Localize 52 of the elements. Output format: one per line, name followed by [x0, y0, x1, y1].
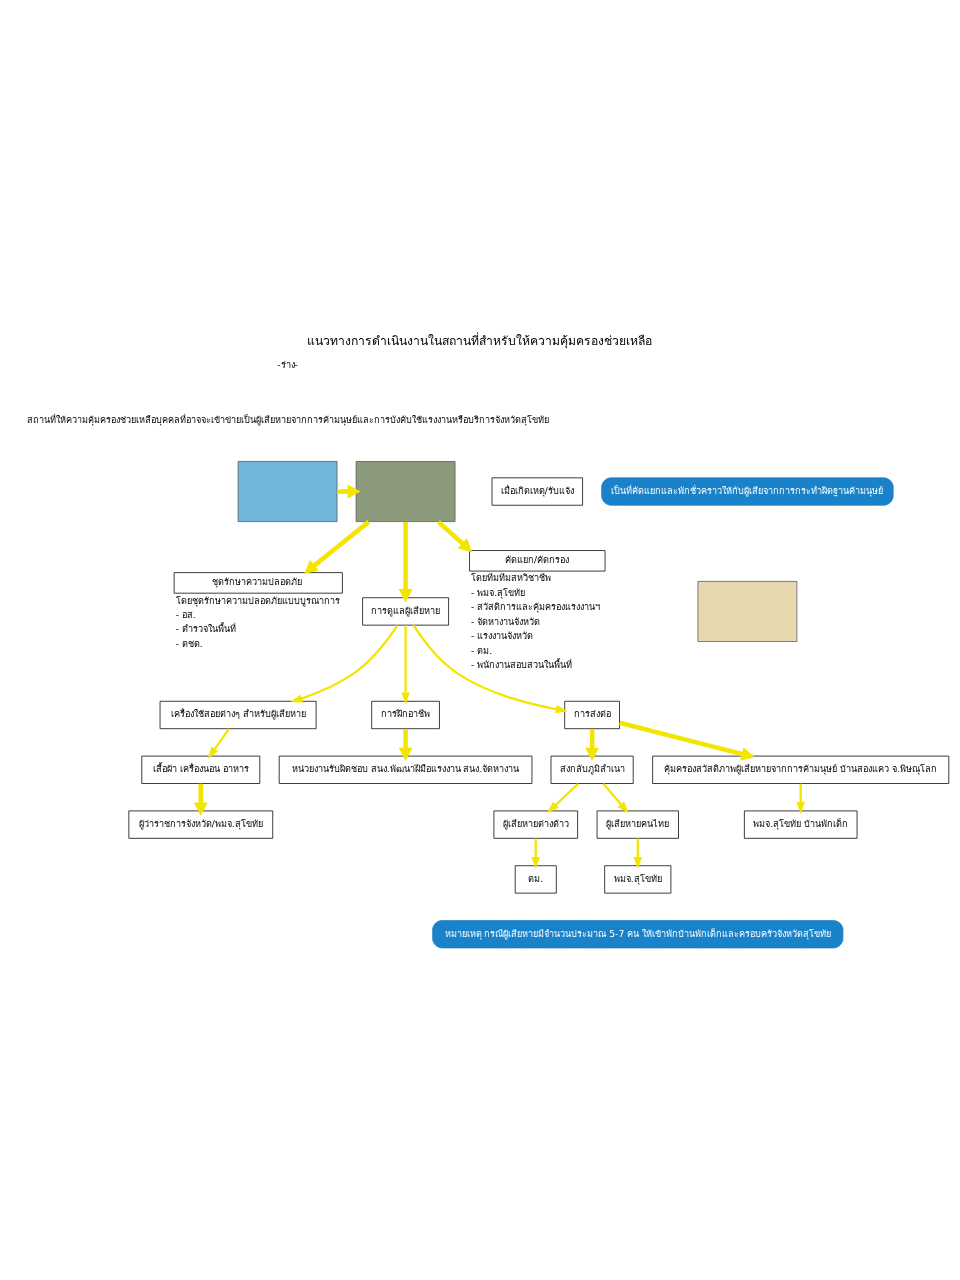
arrow — [585, 728, 600, 761]
arrow — [304, 520, 371, 574]
node-box: ชุดรักษาความปลอดภัย — [173, 572, 343, 594]
arrow — [531, 838, 541, 870]
arrow — [436, 520, 473, 553]
arrow — [398, 728, 413, 761]
node-box: พมจ.สุโขทัย บ้านพักเด็ก — [744, 810, 858, 839]
node-label: - ตชด. — [175, 638, 203, 649]
arrow — [412, 624, 568, 714]
node-box — [355, 461, 456, 522]
node-box: พมจ.สุโขทัย — [604, 865, 672, 894]
node-label: - พนักงานสอบสวนในพื้นที่ — [471, 660, 573, 671]
label: สถานที่ให้ความคุ้มครองช่วยเหลือบุคคลที่อาจจะเข้าข่ายเป็นผู้เสียหายจากการค้ามนุษย์และการบังคับใช้แรงงานหรือบริการจังหวัดสุโขทัย — [26, 414, 549, 425]
node-box: คุ้มครองสวัสดิภาพผู้เสียหายจากการค้ามนุษย์ บ้านสองแคว จ.พิษณุโลก — [652, 755, 950, 784]
node-box: ตม. — [514, 865, 557, 894]
node-label: - อส. — [175, 610, 196, 620]
node-box — [237, 461, 338, 522]
node-label: - พมจ.สุโขทัย — [471, 587, 526, 598]
arrow — [547, 782, 579, 814]
node-box: หน่วยงานรับผิดชอบ สนง.พัฒนาฝีมือแรงงาน สนง.จัดหางาน — [278, 755, 533, 784]
arrow — [398, 521, 413, 603]
node-label: โดยทีมทีมสหวิชาชีพ — [471, 573, 552, 584]
node-box: เครื่องใช้สอยต่างๆ สำหรับผู้เสียหาย — [159, 700, 317, 730]
arrow — [290, 624, 399, 703]
node-label: โดยชุดรักษาความปลอดภัยแบบบูรณาการ — [175, 595, 340, 606]
arrow — [619, 720, 755, 761]
node-box: การส่งต่อ — [564, 700, 620, 730]
node-box: เมื่อเกิดเหตุ/รับแจ้ง — [491, 477, 583, 506]
label: -ร่าง- — [277, 359, 298, 370]
node-box: การดูแลผู้เสียหาย — [362, 597, 449, 626]
node-box: คัดแยก/คัดกรอง — [469, 550, 606, 572]
node-label: - สวัสดิการและคุ้มครองแรงงานฯ — [471, 602, 601, 613]
node-label: - แรงงานจังหวัด — [471, 631, 534, 642]
node-label: - ตม. — [471, 645, 493, 656]
node-box: เสื้อผ้า เครื่องนอน อาหาร — [141, 755, 261, 784]
arrow — [401, 625, 410, 705]
node-box — [697, 581, 798, 642]
node-box: เป็นที่คัดแยกและพักชั่วคราวให้กับผู้เสียจากการกระทำผิดฐานค้ามนุษย์ — [601, 477, 894, 506]
node-box: ส่งกลับภูมิลำเนา — [550, 755, 634, 784]
arrow — [193, 783, 208, 816]
node-label: - จัดหางานจังหวัด — [471, 616, 541, 627]
arrow — [602, 783, 629, 814]
arrow — [796, 783, 805, 815]
arrow — [633, 838, 643, 870]
arrow — [207, 728, 230, 759]
node-box: ผู้เสียหายต่างด้าว — [493, 810, 578, 839]
node-box: หมายเหตุ กรณีผู้เสียหายมีจำนวนประมาณ 5-7 คน ให้เข้าพักบ้านพักเด็กและครอบครัวจังหวัดสุโขทัย — [432, 920, 844, 949]
diagram-title: แนวทางการดำเนินงานในสถานที่สำหรับให้ความคุ้มครองช่วยเหลือ — [307, 333, 653, 348]
node-box: ผู้ว่าราชการจังหวัด/พมจ.สุโขทัย — [128, 810, 274, 839]
node-box: การฝึกอาชีพ — [371, 700, 440, 730]
node-label: - ตำรวจในพื้นที่ — [175, 624, 236, 635]
node-box: ผู้เสียหายคนไทย — [596, 810, 679, 839]
